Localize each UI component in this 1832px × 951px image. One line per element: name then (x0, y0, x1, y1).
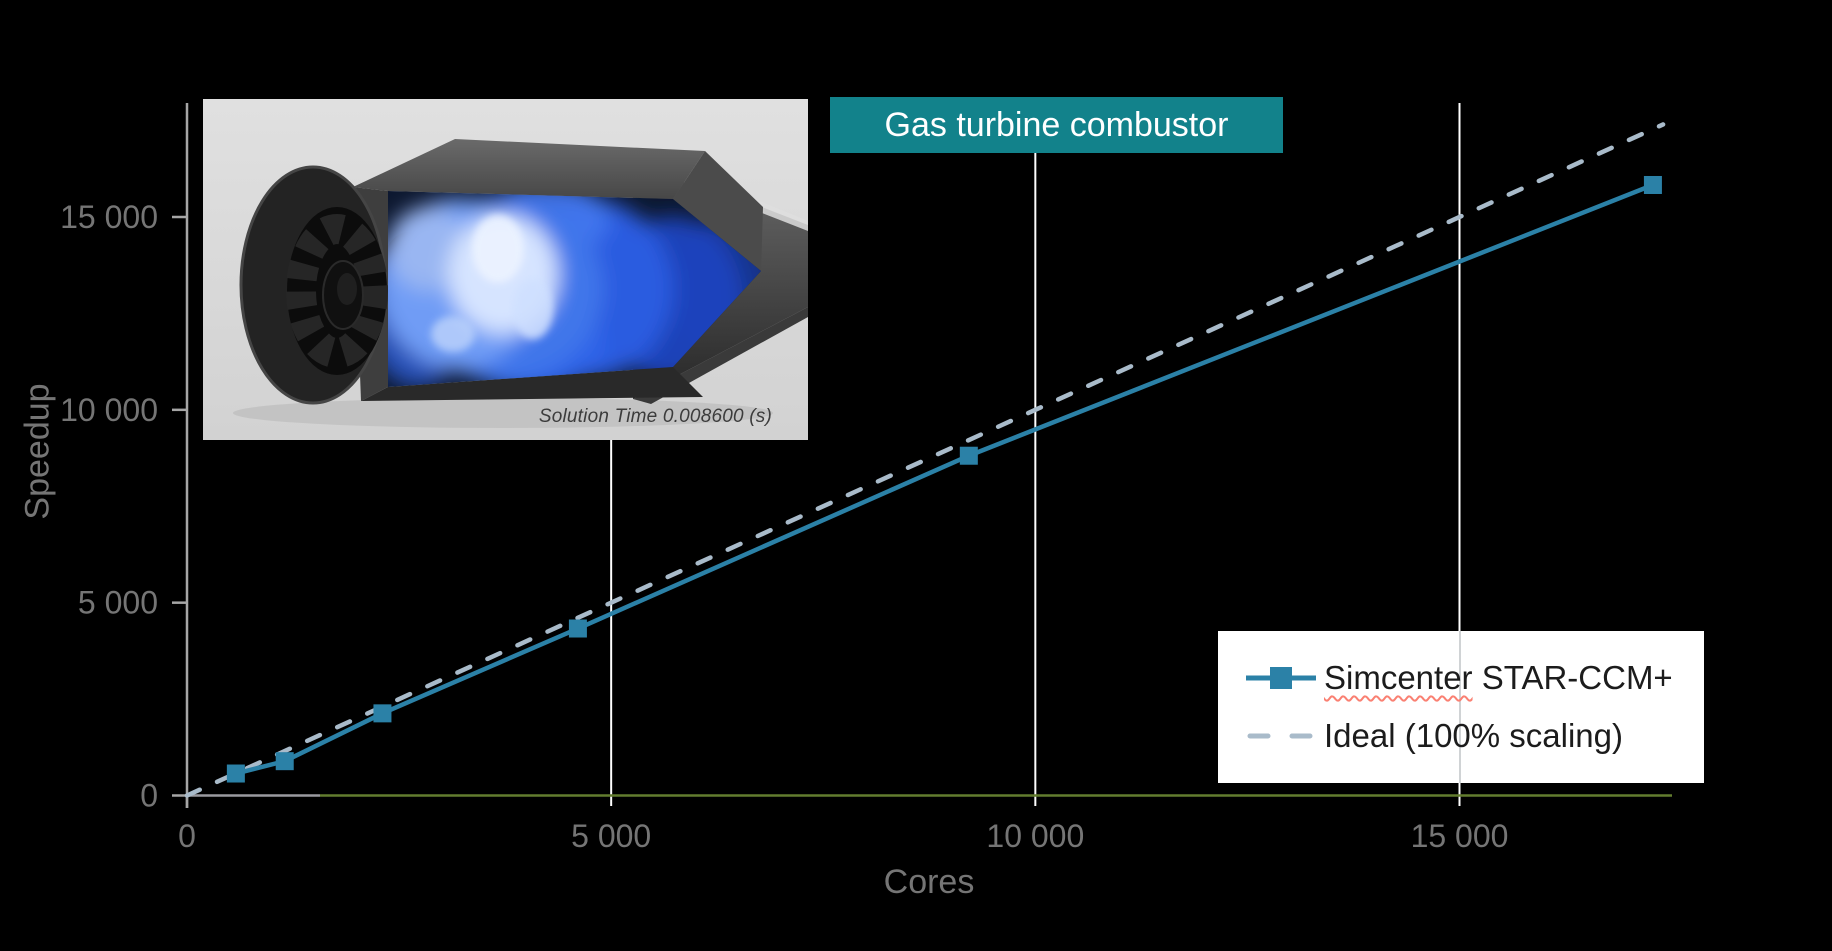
data-point-marker (275, 752, 294, 771)
legend-item-starccm: Simcenter STAR-CCM+ (1244, 659, 1704, 697)
solution-time-caption: Solution Time 0.008600 (s) (538, 406, 772, 427)
combustor-inset: Solution Time 0.008600 (s) (203, 99, 808, 440)
x-tick-label: 5 000 (571, 818, 651, 854)
chart-title-banner: Gas turbine combustor (830, 97, 1283, 153)
x-tick-label: 15 000 (1411, 818, 1509, 854)
x-tick-label: 10 000 (986, 818, 1084, 854)
legend-swatch-solid-square (1246, 667, 1316, 689)
x-axis-title: Cores (883, 863, 975, 901)
combustor-flange (239, 165, 388, 405)
y-axis-title: Speedup (18, 383, 57, 520)
legend-label-starccm: Simcenter STAR-CCM+ (1324, 659, 1673, 696)
chart-title-text: Gas turbine combustor (884, 105, 1229, 144)
gridline-through-legend (1459, 631, 1461, 783)
y-tick-label: 0 (140, 778, 158, 814)
series-line-ideal (184, 122, 1666, 798)
legend-swatch-dashed (1247, 733, 1313, 739)
data-point-marker (568, 619, 587, 638)
data-point-marker (1643, 175, 1662, 194)
data-point-marker (226, 764, 245, 783)
swirler-blades (286, 214, 388, 368)
data-point-marker (959, 446, 978, 465)
y-tick-label: 5 000 (78, 585, 158, 621)
legend-item-ideal: Ideal (100% scaling) (1244, 717, 1704, 755)
combustor-render (203, 99, 808, 440)
y-tick-label: 15 000 (60, 199, 158, 235)
combustor-shadow (233, 398, 773, 428)
legend: Simcenter STAR-CCM+ Ideal (100% scaling) (1218, 631, 1704, 783)
legend-label-ideal: Ideal (100% scaling) (1324, 717, 1623, 754)
x-tick-label: 0 (178, 818, 196, 854)
data-point-marker (373, 704, 392, 723)
flame-wisps (431, 215, 553, 352)
y-tick-label: 10 000 (60, 392, 158, 428)
